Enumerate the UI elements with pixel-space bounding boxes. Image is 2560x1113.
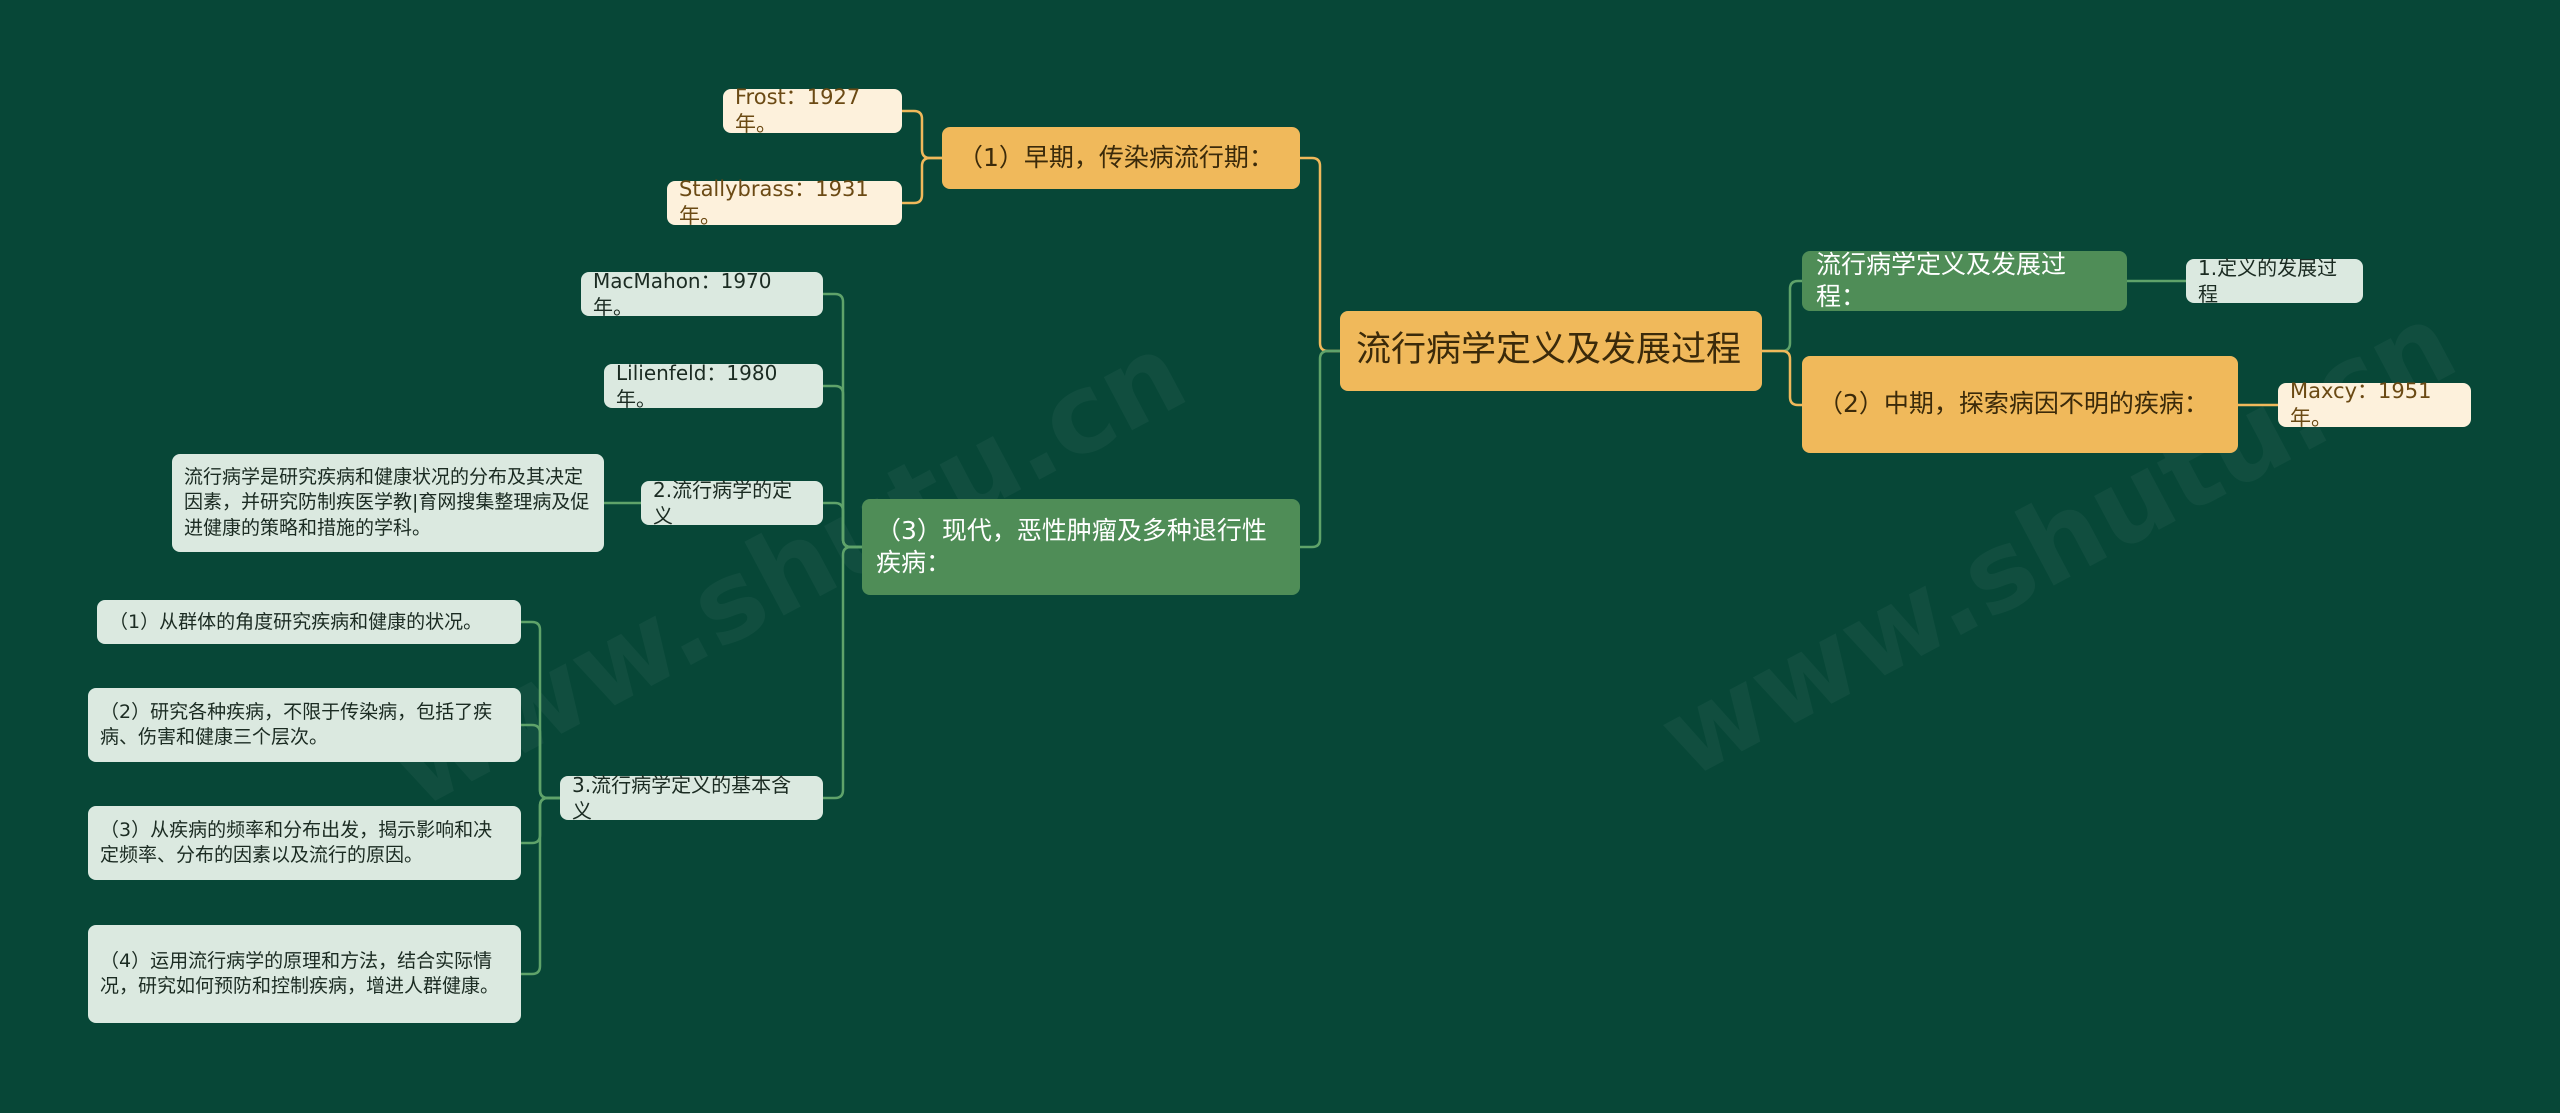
topic-label: 流行病学是研究疾病和健康状况的分布及其决定因素，并研究防制疾医学教|育网搜集整理… bbox=[184, 465, 590, 539]
root-topic-label: 流行病学定义及发展过程 bbox=[1356, 330, 1742, 371]
topic-lilienfeld[interactable]: Lilienfeld：1980年。 bbox=[604, 361, 823, 411]
topic-meaning-item-1[interactable]: （1）从群体的角度研究疾病和健康的状况。 bbox=[97, 600, 521, 644]
topic-label: （4）运用流行病学的原理和方法，结合实际情况，研究如何预防和控制疾病，增进人群健… bbox=[100, 950, 500, 997]
topic-label: MacMahon：1970年。 bbox=[593, 269, 772, 319]
topic-basic-meaning[interactable]: 3.流行病学定义的基本含义 bbox=[560, 773, 823, 823]
topic-label: 3.流行病学定义的基本含义 bbox=[572, 773, 792, 823]
topic-label: Maxcy：1951年。 bbox=[2290, 378, 2432, 430]
topic-label: （2）研究各种疾病，不限于传染病，包括了疾病、伤害和健康三个层次。 bbox=[100, 701, 493, 748]
topic-label: 1.定义的发展过程 bbox=[2198, 256, 2338, 306]
connector-modern-definition bbox=[823, 501, 862, 549]
topic-meaning-item-3[interactable]: （3）从疾病的频率和分布出发，揭示影响和决定频率、分布的因素以及流行的原因。 bbox=[88, 806, 521, 880]
connector-root-modern bbox=[1300, 349, 1340, 549]
topic-label: Frost：1927年。 bbox=[735, 84, 861, 136]
connector-root-middle bbox=[1762, 349, 1802, 407]
topic-stallybrass[interactable]: Stallybrass：1931年。 bbox=[667, 177, 902, 228]
topic-definition-development[interactable]: 1.定义的发展过程 bbox=[2186, 256, 2363, 306]
topic-label: （2）中期，探索病因不明的疾病： bbox=[1818, 389, 2209, 419]
topic-label: （3）从疾病的频率和分布出发，揭示影响和决定频率、分布的因素以及流行的原因。 bbox=[100, 819, 493, 866]
topic-definition-text[interactable]: 流行病学是研究疾病和健康状况的分布及其决定因素，并研究防制疾医学教|育网搜集整理… bbox=[172, 454, 604, 552]
root-topic[interactable]: 流行病学定义及发展过程 bbox=[1340, 311, 1762, 391]
topic-label: Lilienfeld：1980年。 bbox=[616, 361, 778, 411]
topic-label: 流行病学定义及发展过程： bbox=[1816, 249, 2067, 312]
topic-early-period[interactable]: （1）早期，传染病流行期： bbox=[942, 127, 1300, 189]
topic-middle-period[interactable]: （2）中期，探索病因不明的疾病： bbox=[1802, 356, 2238, 453]
topic-label: 2.流行病学的定义 bbox=[653, 478, 793, 528]
topic-label: （3）现代，恶性肿瘤及多种退行性疾病： bbox=[876, 515, 1267, 578]
topic-definition-process[interactable]: 流行病学定义及发展过程： bbox=[1802, 249, 2127, 312]
topic-label: Stallybrass：1931年。 bbox=[679, 176, 869, 228]
topic-label: （1）早期，传染病流行期： bbox=[958, 142, 1274, 172]
connector-meaning-item2 bbox=[521, 723, 560, 800]
connector-root-early bbox=[1300, 156, 1340, 353]
topic-label: （1）从群体的角度研究疾病和健康的状况。 bbox=[109, 610, 483, 633]
connector-early-stallybrass bbox=[902, 156, 942, 205]
topic-epidemiology-definition[interactable]: 2.流行病学的定义 bbox=[641, 478, 823, 528]
topic-meaning-item-4[interactable]: （4）运用流行病学的原理和方法，结合实际情况，研究如何预防和控制疾病，增进人群健… bbox=[88, 925, 521, 1023]
topic-modern-period[interactable]: （3）现代，恶性肿瘤及多种退行性疾病： bbox=[862, 499, 1300, 595]
topic-meaning-item-2[interactable]: （2）研究各种疾病，不限于传染病，包括了疾病、伤害和健康三个层次。 bbox=[88, 688, 521, 762]
connector-meaning-item4 bbox=[521, 796, 560, 976]
topic-frost[interactable]: Frost：1927年。 bbox=[723, 85, 902, 136]
connector-modern-meaning bbox=[823, 545, 862, 800]
connector-early-frost bbox=[902, 109, 942, 160]
topic-maxcy[interactable]: Maxcy：1951年。 bbox=[2278, 379, 2471, 430]
connector-root-definition bbox=[1762, 279, 1802, 353]
topic-macmahon[interactable]: MacMahon：1970年。 bbox=[581, 269, 823, 319]
